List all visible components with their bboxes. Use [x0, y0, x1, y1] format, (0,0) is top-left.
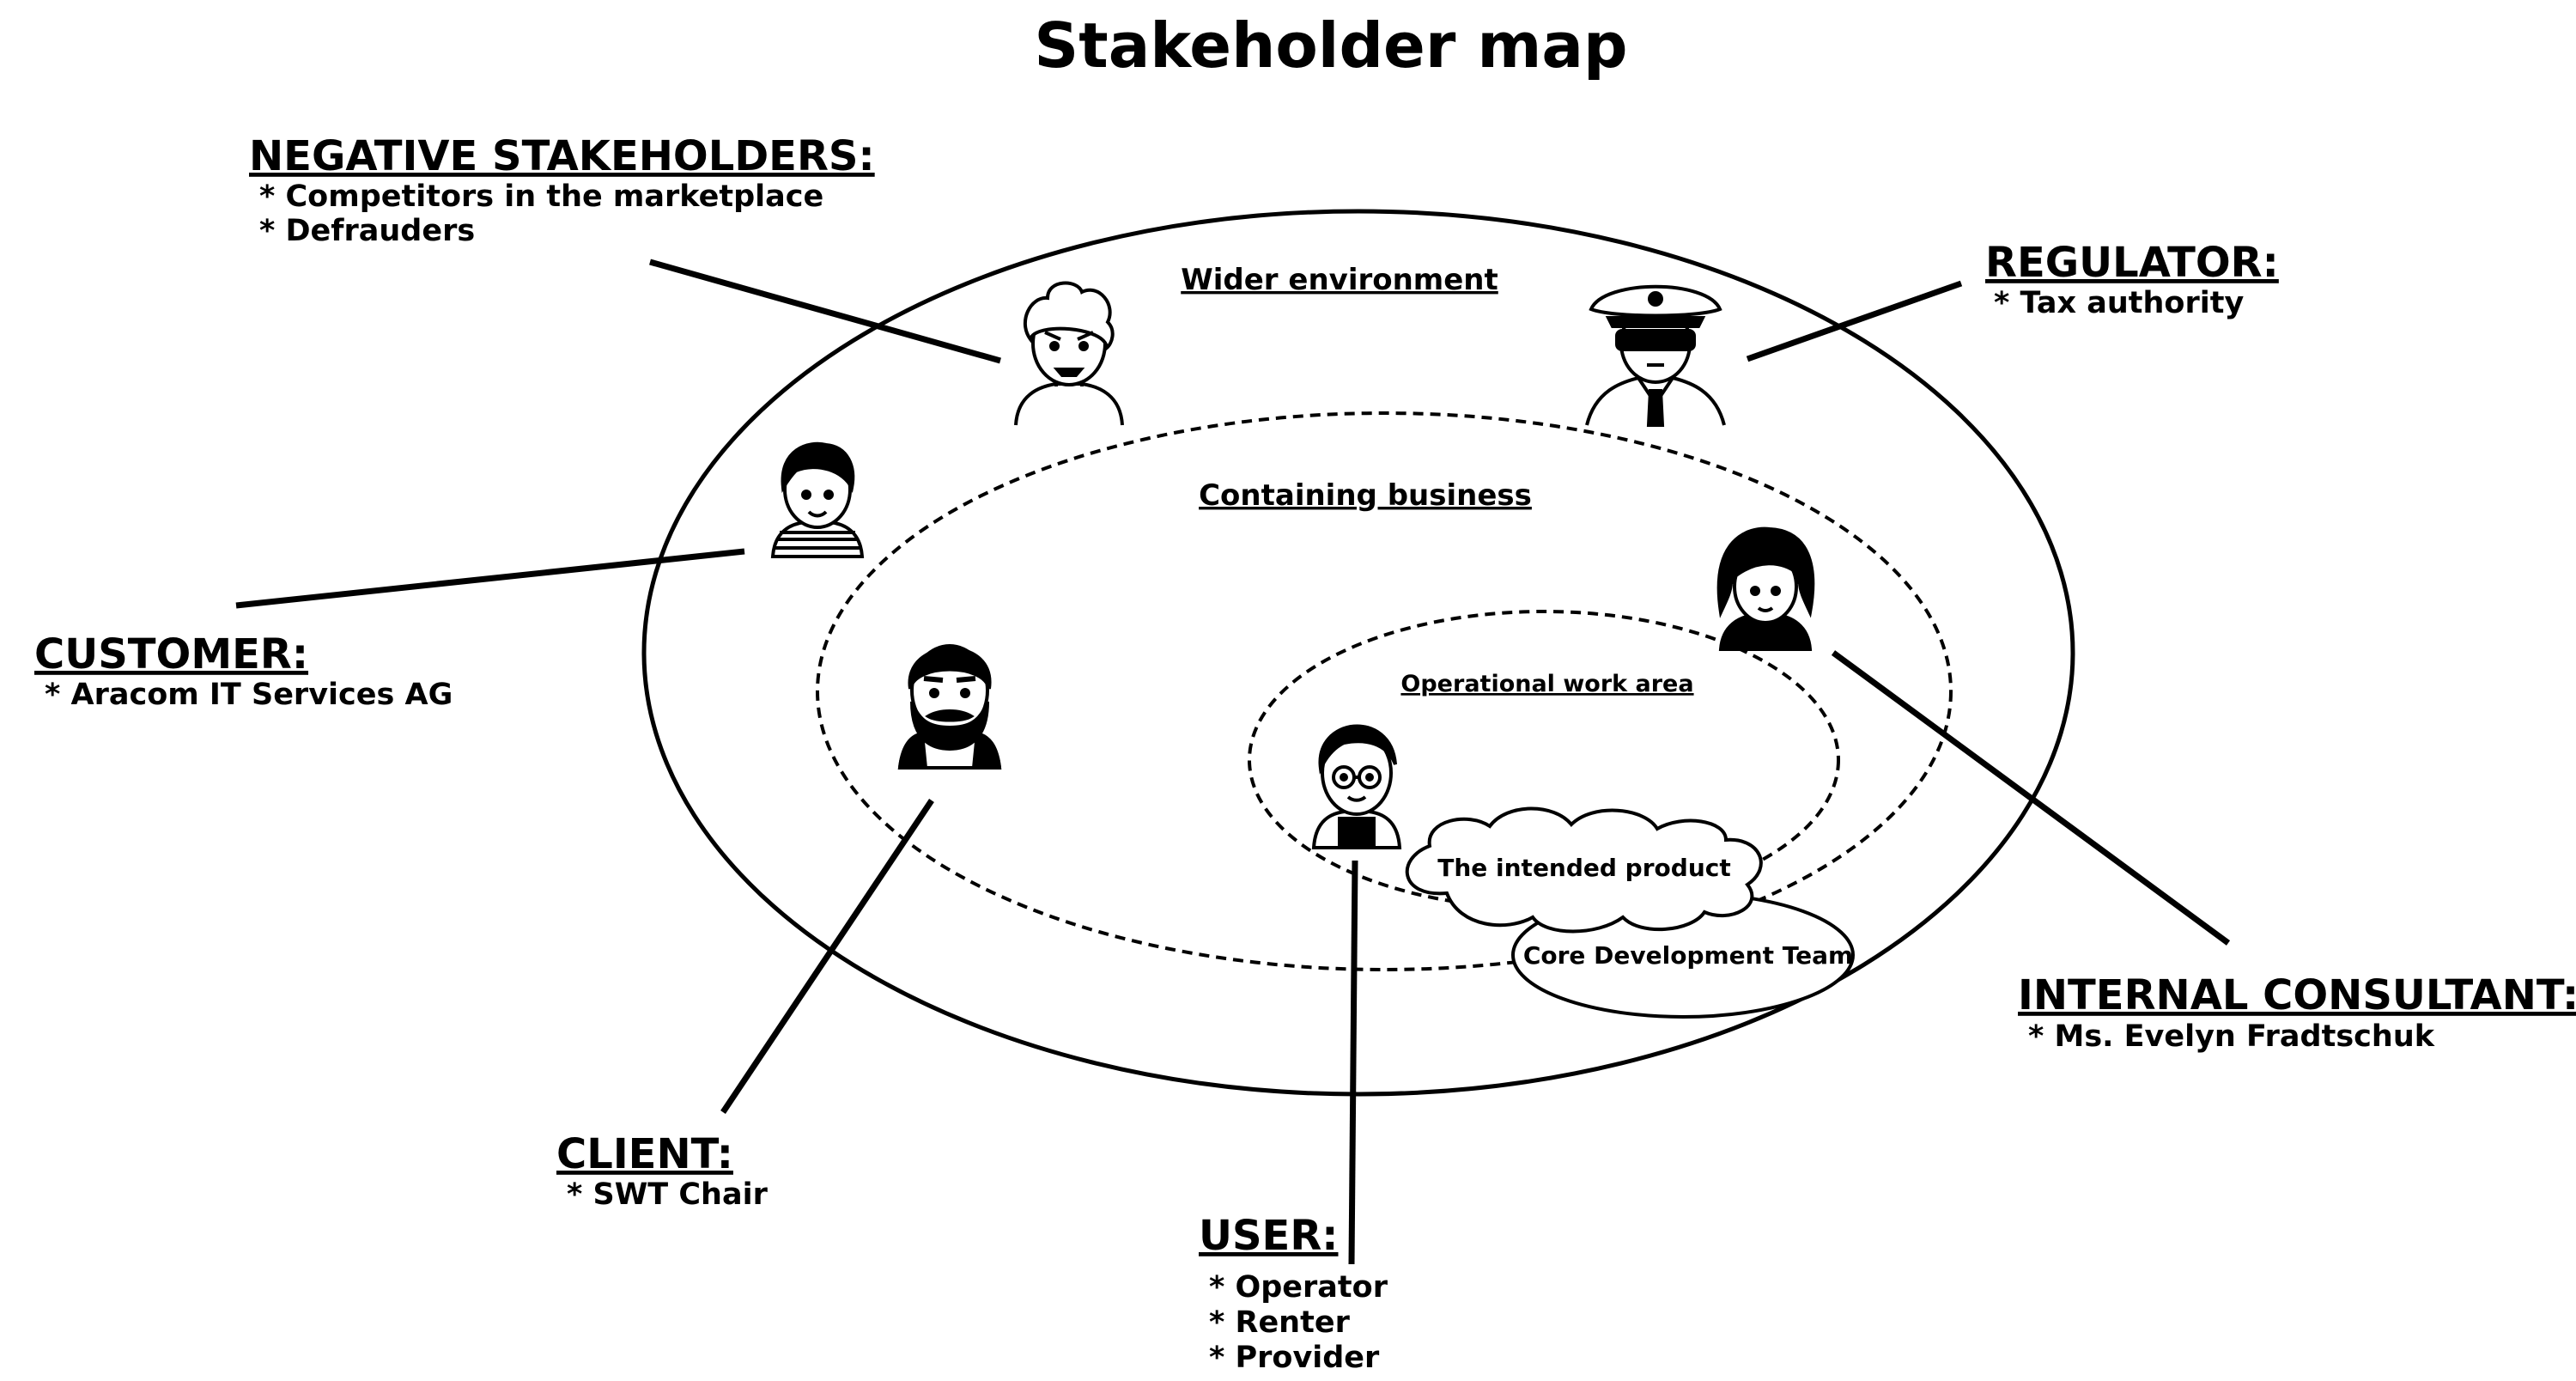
user-heading: USER:	[1199, 1212, 1339, 1260]
negative-stakeholders-heading: NEGATIVE STAKEHOLDERS:	[249, 132, 875, 180]
client-heading: CLIENT:	[556, 1130, 733, 1178]
user-item: * Renter	[1209, 1305, 1351, 1340]
intended-product-cloud: The intended product	[1405, 806, 1763, 934]
regulator-block: REGULATOR: * Tax authority	[1985, 239, 2279, 320]
customer-block: CUSTOMER: * Aracom IT Services AG	[34, 630, 453, 712]
user-connector	[1348, 860, 1358, 1265]
user-item: * Provider	[1209, 1341, 1380, 1375]
page-title: Stakeholder map	[1034, 9, 1627, 82]
customer-heading: CUSTOMER:	[34, 630, 308, 678]
containing-business-label: Containing business	[1199, 478, 1532, 513]
woman-icon	[1716, 526, 1815, 651]
police-officer-icon	[1585, 284, 1726, 427]
client-block: CLIENT: * SWT Chair	[556, 1130, 769, 1212]
angry-person-icon	[1014, 281, 1124, 426]
internal-consultant-connector	[1831, 650, 2231, 946]
internal-consultant-block: INTERNAL CONSULTANT: * Ms. Evelyn Fradts…	[2018, 971, 2576, 1054]
containing-business-ellipse	[816, 411, 1953, 971]
wider-environment-ellipse	[641, 209, 2075, 1097]
regulator-heading: REGULATOR:	[1985, 239, 2279, 287]
client-item: * SWT Chair	[567, 1177, 769, 1212]
internal-consultant-heading: INTERNAL CONSULTANT:	[2018, 971, 2576, 1019]
negative-stakeholder-item: * Defrauders	[259, 214, 475, 248]
customer-item: * Aracom IT Services AG	[45, 678, 453, 712]
core-development-team-label: Core Development Team	[1523, 941, 1853, 970]
negative-stakeholders-connector	[649, 259, 1001, 364]
glasses-boy-icon	[1311, 724, 1402, 849]
user-item: * Operator	[1209, 1270, 1388, 1305]
intended-product-label: The intended product	[1437, 854, 1730, 882]
customer-connector	[235, 548, 745, 609]
regulator-connector	[1746, 280, 1963, 362]
negative-stakeholder-item: * Competitors in the marketplace	[259, 179, 823, 214]
operational-work-area-ellipse	[1248, 610, 1840, 910]
internal-consultant-item: * Ms. Evelyn Fradtschuk	[2028, 1019, 2435, 1054]
young-man-icon	[770, 441, 865, 558]
regulator-item: * Tax authority	[1994, 286, 2244, 320]
client-connector	[720, 799, 934, 1114]
user-block: USER: * Operator * Renter * Provider	[1199, 1212, 1388, 1375]
operational-work-area-label: Operational work area	[1400, 671, 1693, 697]
wider-environment-label: Wider environment	[1181, 263, 1498, 297]
bearded-man-icon	[897, 644, 1002, 770]
negative-stakeholders-block: NEGATIVE STAKEHOLDERS: * Competitors in …	[249, 132, 875, 248]
